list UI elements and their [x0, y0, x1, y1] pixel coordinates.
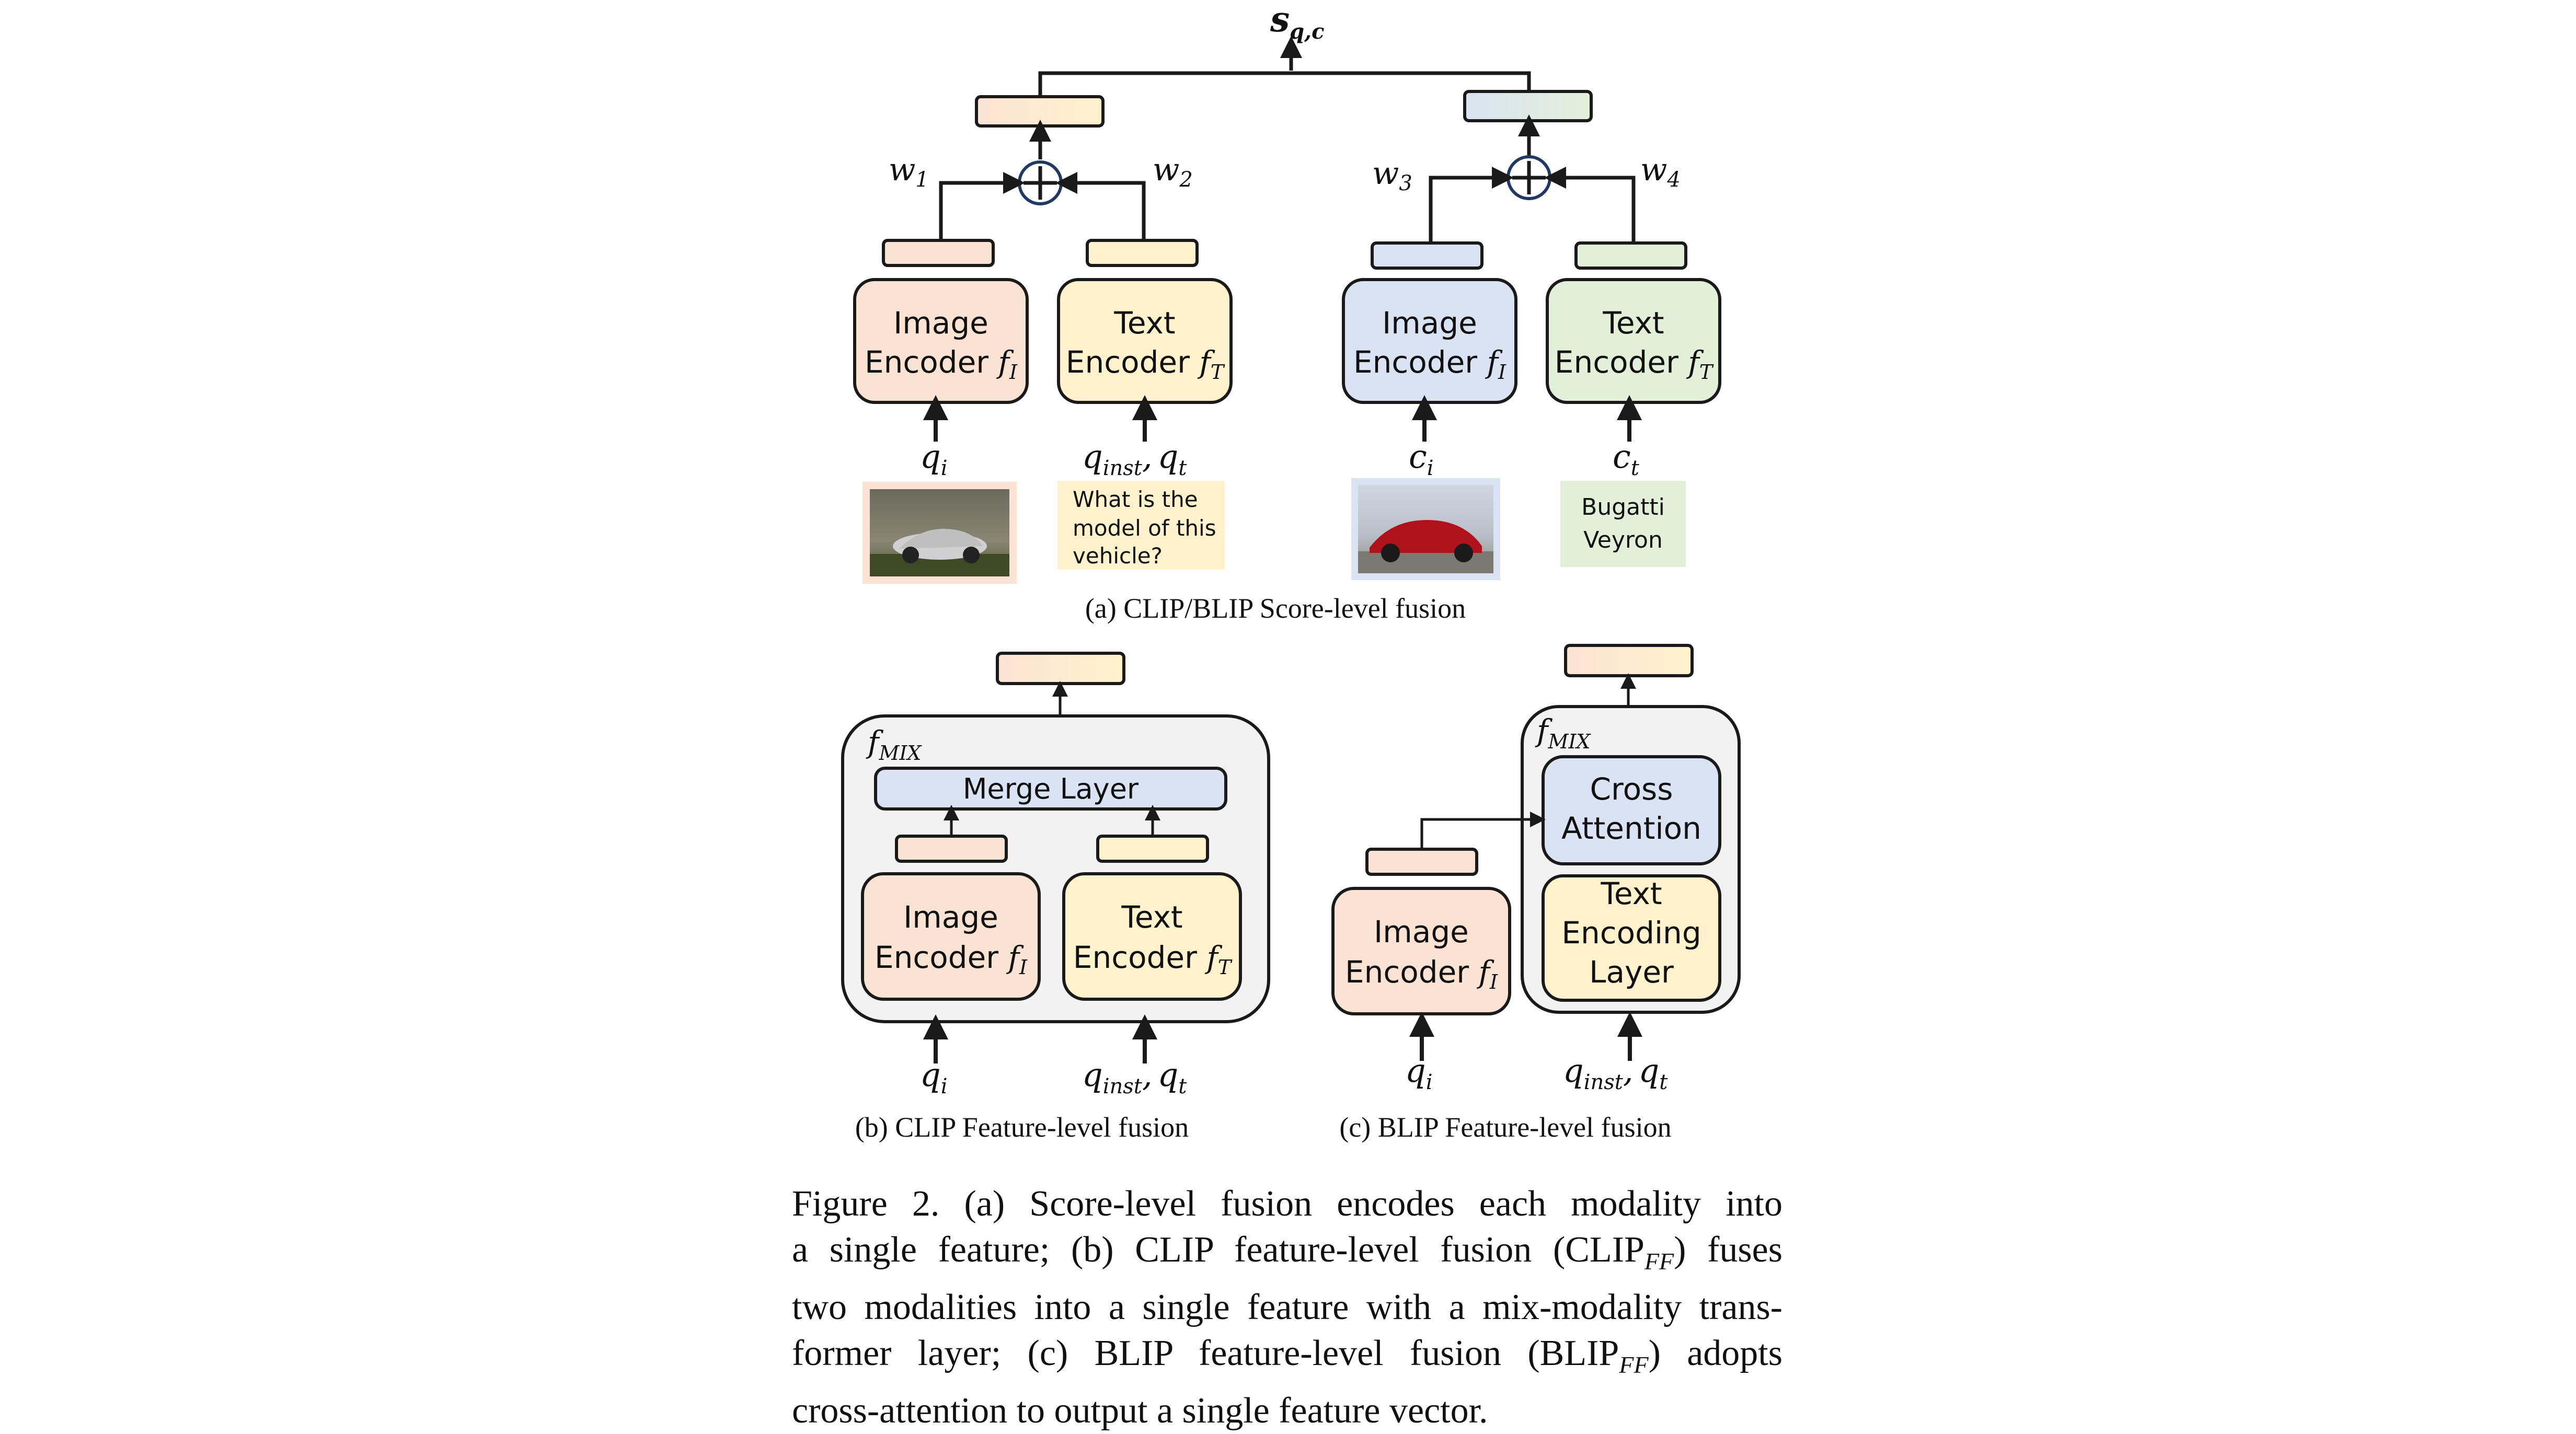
fused-feature-c	[1564, 644, 1694, 677]
text-encoder-a2: Text Encoder fT	[1546, 278, 1721, 404]
svg-text:vehicle?: vehicle?	[1073, 543, 1163, 569]
svg-text:Text: Text	[1121, 899, 1182, 935]
subcaption-c: (c) BLIP Feature-level fusion	[1339, 1112, 1671, 1143]
svg-text:Encoder fT: Encoder fT	[1073, 940, 1233, 979]
feature-text-b	[1096, 835, 1209, 863]
svg-text:Encoder fI: Encoder fI	[1345, 954, 1498, 993]
sum-icon-right	[1506, 155, 1551, 200]
cross-attention-arrow	[1420, 812, 1546, 849]
svg-text:Text: Text	[1602, 305, 1664, 341]
score-connector	[1038, 71, 1531, 97]
merge-layer: Merge Layer	[874, 767, 1227, 811]
subcaption-b: (b) CLIP Feature-level fusion	[855, 1112, 1189, 1143]
score-label: sq,c	[1270, 0, 1324, 44]
svg-text:Image: Image	[1382, 305, 1477, 341]
text-encoder-a1: Text Encoder fT	[1057, 278, 1233, 404]
input-q-i-c: qi	[1405, 1051, 1433, 1094]
query-car-image	[862, 482, 1017, 584]
panel-a-score-fusion: sq,c w1 w2 w3 w4	[853, 0, 1721, 624]
input-q-inst-q-t-c: qinst,qt	[1563, 1051, 1668, 1094]
fused-feature-left	[975, 95, 1105, 128]
input-q-inst-q-t-b: qinst,qt	[1082, 1056, 1187, 1098]
svg-text:Merge Layer: Merge Layer	[963, 772, 1139, 805]
svg-text:fMIX: fMIX	[1535, 713, 1591, 753]
fused-feature-right	[1463, 90, 1593, 122]
input-q-i-b: qi	[920, 1056, 948, 1098]
svg-text:Veyron: Veyron	[1583, 527, 1663, 553]
svg-text:Encoding: Encoding	[1561, 915, 1701, 951]
caption-line-5: cross-attention to output a single featu…	[792, 1391, 1488, 1431]
svg-text:Layer: Layer	[1589, 954, 1674, 990]
feature-image-a1	[882, 239, 995, 267]
svg-text:Image: Image	[893, 305, 988, 341]
svg-text:Attention: Attention	[1561, 811, 1701, 846]
feature-image-c	[1365, 848, 1478, 876]
text-encoding-layer: Text Encoding Layer	[1542, 874, 1721, 1002]
svg-text:Encoder fI: Encoder fI	[1353, 344, 1506, 384]
svg-text:Encoder fI: Encoder fI	[875, 940, 1028, 979]
svg-text:Encoder fT: Encoder fT	[1555, 344, 1714, 384]
svg-text:fMIX: fMIX	[866, 724, 922, 765]
candidate-text-card: Bugatti Veyron	[1560, 481, 1686, 567]
svg-text:Text: Text	[1113, 305, 1175, 341]
image-encoder-a1: Image Encoder fI	[853, 278, 1029, 404]
weight-w2: w2	[1153, 152, 1193, 192]
query-text-card: What is the model of this vehicle?	[1057, 481, 1225, 570]
panel-b-clip-feature-fusion: fMIX Merge Layer Image Encoder fI Text E…	[841, 652, 1270, 1143]
feature-image-b	[895, 835, 1008, 863]
svg-text:Text: Text	[1600, 876, 1662, 911]
input-c-i: ci	[1409, 437, 1434, 480]
sum-icon-left	[1018, 160, 1063, 205]
fused-feature-b	[996, 652, 1125, 685]
input-q-i-a: qi	[920, 437, 948, 480]
weight-w1: w1	[889, 152, 929, 192]
feature-text-a2	[1574, 241, 1687, 270]
panel-c-blip-feature-fusion: fMIX Cross Attention Text Encoding Layer…	[1331, 644, 1741, 1143]
image-encoder-c: Image Encoder fI	[1331, 887, 1511, 1015]
svg-text:Cross: Cross	[1590, 771, 1673, 807]
image-encoder-a2: Image Encoder fI	[1342, 278, 1517, 404]
caption-line-1: Figure 2. (a) Score-level fusion encodes…	[792, 1184, 1782, 1224]
svg-text:Bugatti: Bugatti	[1581, 494, 1665, 521]
svg-text:Encoder fT: Encoder fT	[1066, 344, 1225, 384]
input-q-inst-q-t-a: qinst,qt	[1082, 437, 1187, 480]
svg-text:Image: Image	[1374, 914, 1469, 950]
feature-image-a2	[1371, 241, 1484, 270]
input-c-t: ct	[1613, 437, 1640, 480]
figure-caption: Figure 2. (a) Score-level fusion encodes…	[792, 1181, 1782, 1434]
caption-line-2: a single feature; (b) CLIP feature-level…	[792, 1230, 1782, 1275]
text-encoder-b: Text Encoder fT	[1062, 872, 1242, 1001]
weight-w3: w3	[1372, 155, 1412, 195]
candidate-car-image	[1351, 478, 1500, 580]
caption-line-3: two modalities into a single feature wit…	[792, 1287, 1782, 1327]
caption-line-4: former layer; (c) BLIP feature-level fus…	[792, 1333, 1782, 1378]
weight-w4: w4	[1640, 152, 1681, 192]
svg-text:model of this: model of this	[1073, 515, 1216, 541]
subcaption-a: (a) CLIP/BLIP Score-level fusion	[1085, 593, 1466, 624]
image-encoder-b: Image Encoder fI	[861, 872, 1041, 1001]
feature-text-a1	[1086, 239, 1199, 267]
svg-text:Image: Image	[903, 899, 998, 935]
svg-text:What is the: What is the	[1073, 487, 1198, 512]
svg-text:Encoder fI: Encoder fI	[865, 344, 1018, 384]
cross-attention-layer: Cross Attention	[1542, 755, 1721, 865]
